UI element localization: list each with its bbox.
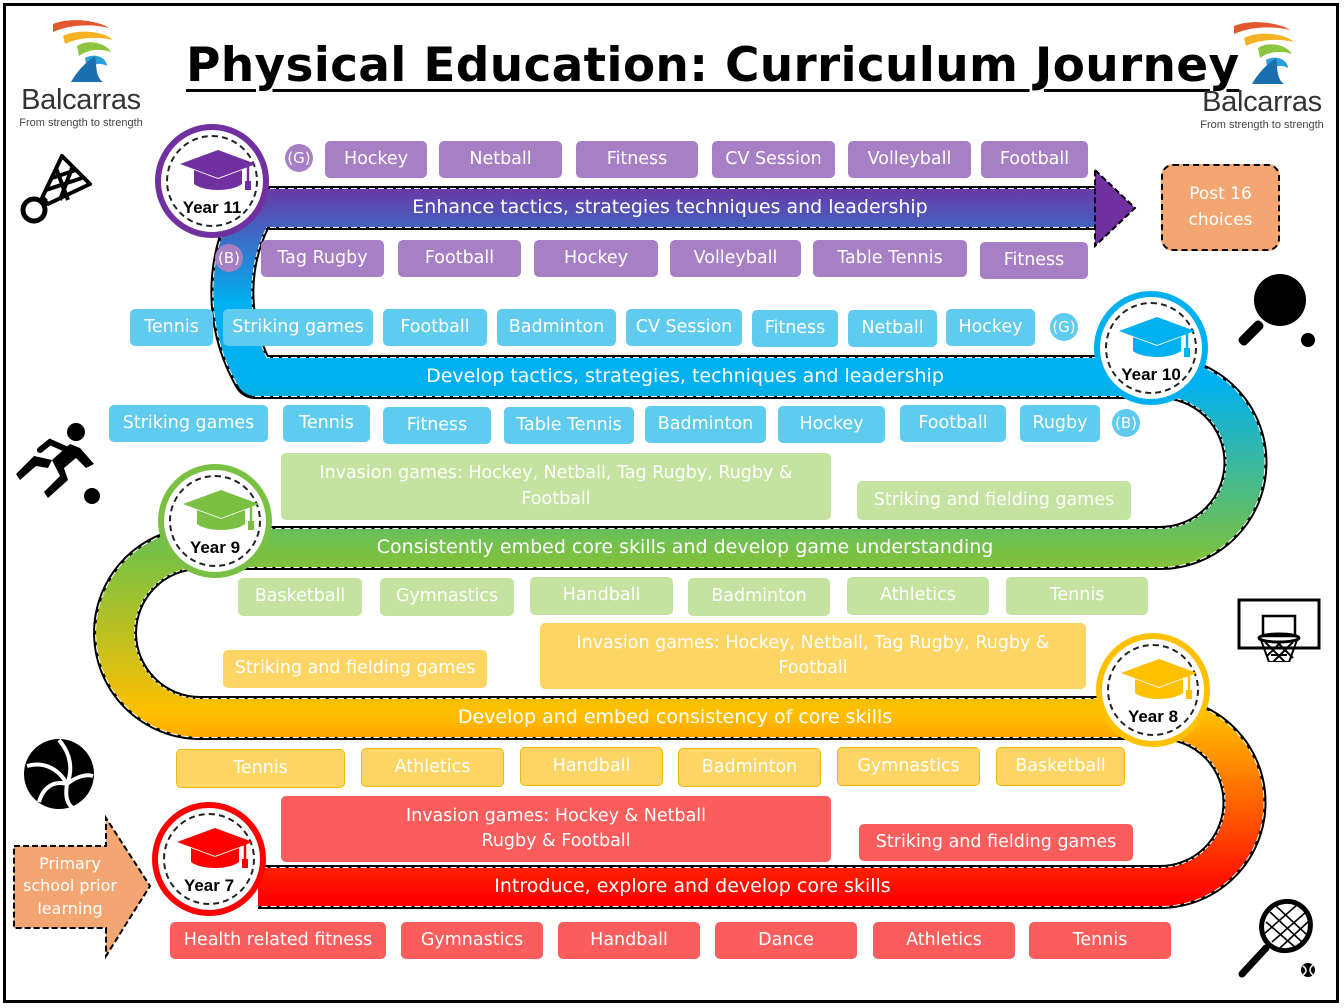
y10-girls-activity: CV Session <box>626 309 742 346</box>
y10-boys-activity: Hockey <box>778 406 885 443</box>
logo-name: Balcarras <box>1202 86 1322 118</box>
y11-boys-activity: Tag Rugby <box>261 240 384 277</box>
y10-girls-activity: Netball <box>848 310 937 347</box>
y8-activity: Gymnastics <box>837 747 980 786</box>
y11-boys-activity: Volleyball <box>670 240 801 277</box>
year9-badge: Year 9 <box>158 464 272 578</box>
y10-girls-activity: Hockey <box>946 309 1035 346</box>
y11-girls-activity: CV Session <box>712 141 835 178</box>
shuttlecock-icon <box>20 154 92 224</box>
girls-marker: (G) <box>285 144 313 172</box>
graduation-cap-icon <box>183 490 259 530</box>
y9-activity: Basketball <box>238 578 362 616</box>
y10-boys-activity: Badminton <box>645 406 766 443</box>
year10-badge: Year 10 <box>1094 291 1208 405</box>
y10-boys-activity: Tennis <box>283 405 370 442</box>
year11-badge: Year 11 <box>155 124 269 238</box>
y7-striking-fielding: Striking and fielding games <box>859 824 1133 861</box>
y11-boys-activity: Hockey <box>534 240 658 277</box>
y11-girls-activity: Volleyball <box>848 141 971 178</box>
y7-invasion-line1: Invasion games: Hockey & Netball <box>405 805 707 826</box>
y7-invasion-games: Invasion games: Hockey & Netball Rugby &… <box>281 796 831 862</box>
y10-boys-activity: Fitness <box>383 407 491 444</box>
graduation-cap-icon <box>177 828 253 868</box>
y9-activity: Athletics <box>847 577 989 615</box>
y8-activity: Tennis <box>176 749 345 788</box>
year8-badge: Year 8 <box>1096 633 1210 747</box>
post16-box: Post 16 choices <box>1161 164 1280 251</box>
y10-boys-activity: Football <box>900 405 1006 442</box>
year10-banner: Develop tactics, strategies, techniques … <box>426 365 944 387</box>
y8-striking-fielding: Striking and fielding games <box>223 650 487 688</box>
year7-banner: Introduce, explore and develop core skil… <box>494 875 891 897</box>
logo-tagline: From strength to strength <box>1200 119 1324 131</box>
tennis-racket-icon <box>1238 898 1315 978</box>
y8-activity: Handball <box>520 747 663 786</box>
y8-invasion-games: Invasion games: Hockey, Netball, Tag Rug… <box>540 623 1086 689</box>
y10-girls-activity: Football <box>383 309 487 346</box>
y7-activity: Athletics <box>873 922 1015 959</box>
graduation-cap-icon <box>1121 659 1197 699</box>
graduation-cap-icon <box>1119 317 1195 357</box>
y10-boys-activity: Striking games <box>109 405 268 442</box>
road-arrowhead <box>1094 167 1137 249</box>
y9-activity: Handball <box>530 577 673 615</box>
page-title: Physical Education: Curriculum Journey <box>186 38 1240 93</box>
graduation-cap-icon <box>180 150 256 190</box>
y11-girls-activity: Football <box>981 141 1088 178</box>
primary-arrow <box>13 814 152 960</box>
y11-boys-activity: Football <box>398 240 521 277</box>
y11-girls-activity: Netball <box>439 141 562 178</box>
y7-invasion-line2: Rugby & Football <box>481 831 631 851</box>
y10-girls-activity: Tennis <box>130 309 213 346</box>
y9-invasion-games: Invasion games: Hockey, Netball, Tag Rug… <box>281 453 831 520</box>
balcarras-logo-right: Balcarras From strength to strength <box>1194 20 1330 132</box>
footballer-icon <box>16 423 100 504</box>
y7-activity: Tennis <box>1029 922 1171 959</box>
y7-activity: Dance <box>715 922 857 959</box>
y9-striking-fielding: Striking and fielding games <box>857 481 1131 520</box>
year8-banner: Develop and embed consistency of core sk… <box>457 706 893 728</box>
year9-label: Year 9 <box>189 538 241 557</box>
y10-girls-activity: Fitness <box>752 310 838 347</box>
y8-activity: Badminton <box>678 748 821 787</box>
basketball-hoop-icon <box>1237 598 1321 662</box>
y10-boys-activity: Table Tennis <box>504 407 634 444</box>
logo-flame-icon <box>53 20 113 82</box>
year7-label: Year 7 <box>183 876 235 895</box>
volleyball-icon <box>24 738 94 810</box>
logo-tagline: From strength to strength <box>19 117 143 129</box>
boys-marker: (B) <box>1112 409 1140 437</box>
y9-activity: Gymnastics <box>380 578 514 616</box>
primary-label: Primary school prior learning <box>23 854 117 918</box>
table-tennis-paddle-icon <box>1238 274 1315 347</box>
y11-boys-activity: Table Tennis <box>813 240 967 277</box>
y7-activity: Gymnastics <box>401 922 543 959</box>
y8-activity: Basketball <box>996 747 1125 786</box>
year8-label: Year 8 <box>1127 707 1179 726</box>
logo-flame-icon <box>1234 22 1294 84</box>
year7-badge: Year 7 <box>152 802 266 916</box>
y7-activity: Health related fitness <box>170 922 386 959</box>
y10-girls-activity: Badminton <box>497 309 616 346</box>
year11-banner: Enhance tactics, strategies techniques a… <box>412 196 928 218</box>
y8-activity: Athletics <box>361 748 504 787</box>
y11-boys-activity: Fitness <box>980 242 1088 279</box>
y7-activity: Handball <box>558 922 700 959</box>
year9-banner: Consistently embed core skills and devel… <box>376 536 994 558</box>
boys-marker: (B) <box>215 244 243 272</box>
logo-name: Balcarras <box>21 84 141 116</box>
balcarras-logo-left: Balcarras From strength to strength <box>13 18 149 130</box>
y10-boys-activity: Rugby <box>1020 405 1100 442</box>
y9-activity: Badminton <box>688 578 830 616</box>
y10-girls-activity: Striking games <box>223 309 373 346</box>
girls-marker: (G) <box>1050 313 1078 341</box>
y11-girls-activity: Fitness <box>576 141 698 178</box>
year10-label: Year 10 <box>1121 365 1181 384</box>
y11-girls-activity: Hockey <box>325 141 427 178</box>
year11-label: Year 11 <box>182 198 242 217</box>
y9-activity: Tennis <box>1006 577 1148 615</box>
